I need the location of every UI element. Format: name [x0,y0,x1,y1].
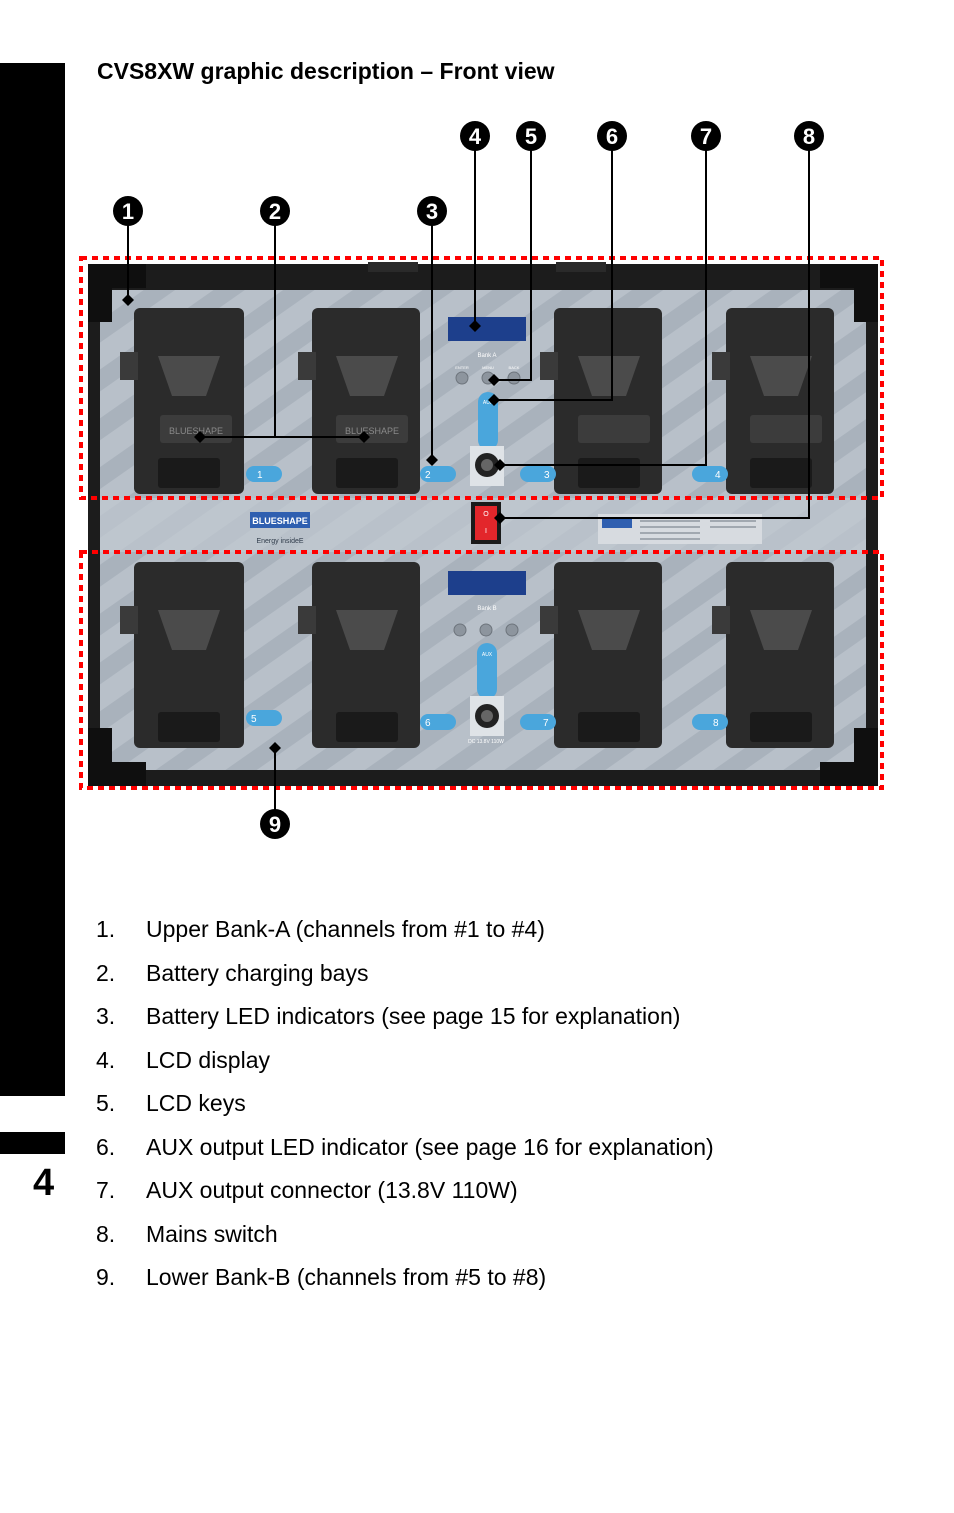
device-photo: BLUESHAPE BLUESHAPE [88,262,878,786]
svg-text:O: O [483,511,489,518]
svg-text:3: 3 [544,470,550,481]
svg-text:AUX: AUX [483,400,494,406]
leader-markers [122,294,506,754]
svg-text:AUX: AUX [482,652,493,658]
battery-bay [120,562,244,748]
component-list: 1.Upper Bank-A (channels from #1 to #4) … [0,908,954,1300]
channel-led: 7 [520,714,556,730]
bank-a-label: Bank A [477,353,496,359]
list-item: 7.AUX output connector (13.8V 110W) [96,1177,518,1203]
page-title: CVS8XW graphic description – Front view [97,58,555,84]
lcd-display-b [448,571,526,595]
channel-led: 6 [420,714,456,730]
callout-8: 8 [794,121,824,151]
side-tab [0,1132,65,1154]
svg-text:2: 2 [269,199,281,224]
lcd-key[interactable] [505,623,519,637]
svg-text:BLUESHAPE: BLUESHAPE [252,516,308,526]
svg-text:2: 2 [425,470,431,481]
svg-text:8: 8 [803,124,815,149]
channel-led: 5 [246,710,282,726]
svg-text:7: 7 [700,124,712,149]
callout-6: 6 [597,121,627,151]
svg-text:5: 5 [251,714,257,725]
channel-led: 8 [692,714,728,730]
bay-brand-label: BLUESHAPE [169,426,223,436]
svg-text:1: 1 [122,199,134,224]
svg-text:MENU: MENU [482,365,494,370]
svg-text:5: 5 [525,124,537,149]
list-item: 4.LCD display [96,1046,270,1073]
svg-text:ENTER: ENTER [455,365,469,370]
aux-led [478,392,498,450]
channel-led: 4 [692,466,728,482]
channel-led: 1 [246,466,282,482]
list-item: 9.Lower Bank-B (channels from #5 to #8) [96,1264,547,1290]
brand-logo [250,512,310,528]
battery-bay [540,562,662,748]
callout-4: 4 [460,121,490,151]
svg-text:Energy insideE: Energy insideE [256,538,303,545]
svg-text:1: 1 [257,470,263,481]
lcd-display-a [448,317,526,341]
list-item: 6.AUX output LED indicator (see page 16 … [96,1133,714,1160]
list-item: 8.Mains switch [96,1220,278,1247]
lcd-key[interactable] [455,371,469,385]
lcd-key[interactable] [507,371,521,385]
svg-text:8: 8 [713,718,719,729]
front-view-diagram: BLUESHAPE BLUESHAPE [79,121,884,839]
svg-text:3: 3 [426,199,438,224]
bay-brand-label: BLUESHAPE [345,426,399,436]
bank-b-outline [79,550,884,790]
battery-bay [712,562,834,748]
bank-b-label: Bank B [477,606,496,612]
callout-3: 3 [417,196,447,226]
svg-text:7: 7 [543,718,549,729]
callout-5: 5 [516,121,546,151]
svg-text:6: 6 [606,124,618,149]
svg-text:4: 4 [715,470,721,481]
callout-7: 7 [691,121,721,151]
battery-bay [712,308,834,494]
svg-text:9: 9 [269,812,281,837]
battery-bay: BLUESHAPE [298,308,420,494]
list-item: 1.Upper Bank-A (channels from #1 to #4) [96,916,545,942]
list-item: 3.Battery LED indicators (see page 15 fo… [96,1003,681,1029]
battery-bay: BLUESHAPE [120,308,244,494]
channel-led: 2 [420,466,456,482]
list-item: 2.Battery charging bays [96,959,369,986]
leader-lines [127,136,810,824]
svg-text:I: I [485,528,487,535]
side-bar [0,63,65,1096]
lcd-key[interactable] [453,623,467,637]
channel-led: 3 [520,466,556,482]
aux-led [477,643,497,699]
battery-bay [298,562,420,748]
list-item: 5.LCD keys [96,1090,246,1116]
page-number: 4 [33,1162,55,1204]
lcd-key[interactable] [479,623,493,637]
callout-9: 9 [260,809,290,839]
bank-a-outline [79,256,884,500]
callout-1: 1 [113,196,143,226]
svg-text:DC 13.8V 110W: DC 13.8V 110W [468,739,504,745]
svg-text:BACK: BACK [509,365,520,370]
svg-text:6: 6 [425,718,431,729]
callout-2: 2 [260,196,290,226]
svg-text:4: 4 [469,124,482,149]
